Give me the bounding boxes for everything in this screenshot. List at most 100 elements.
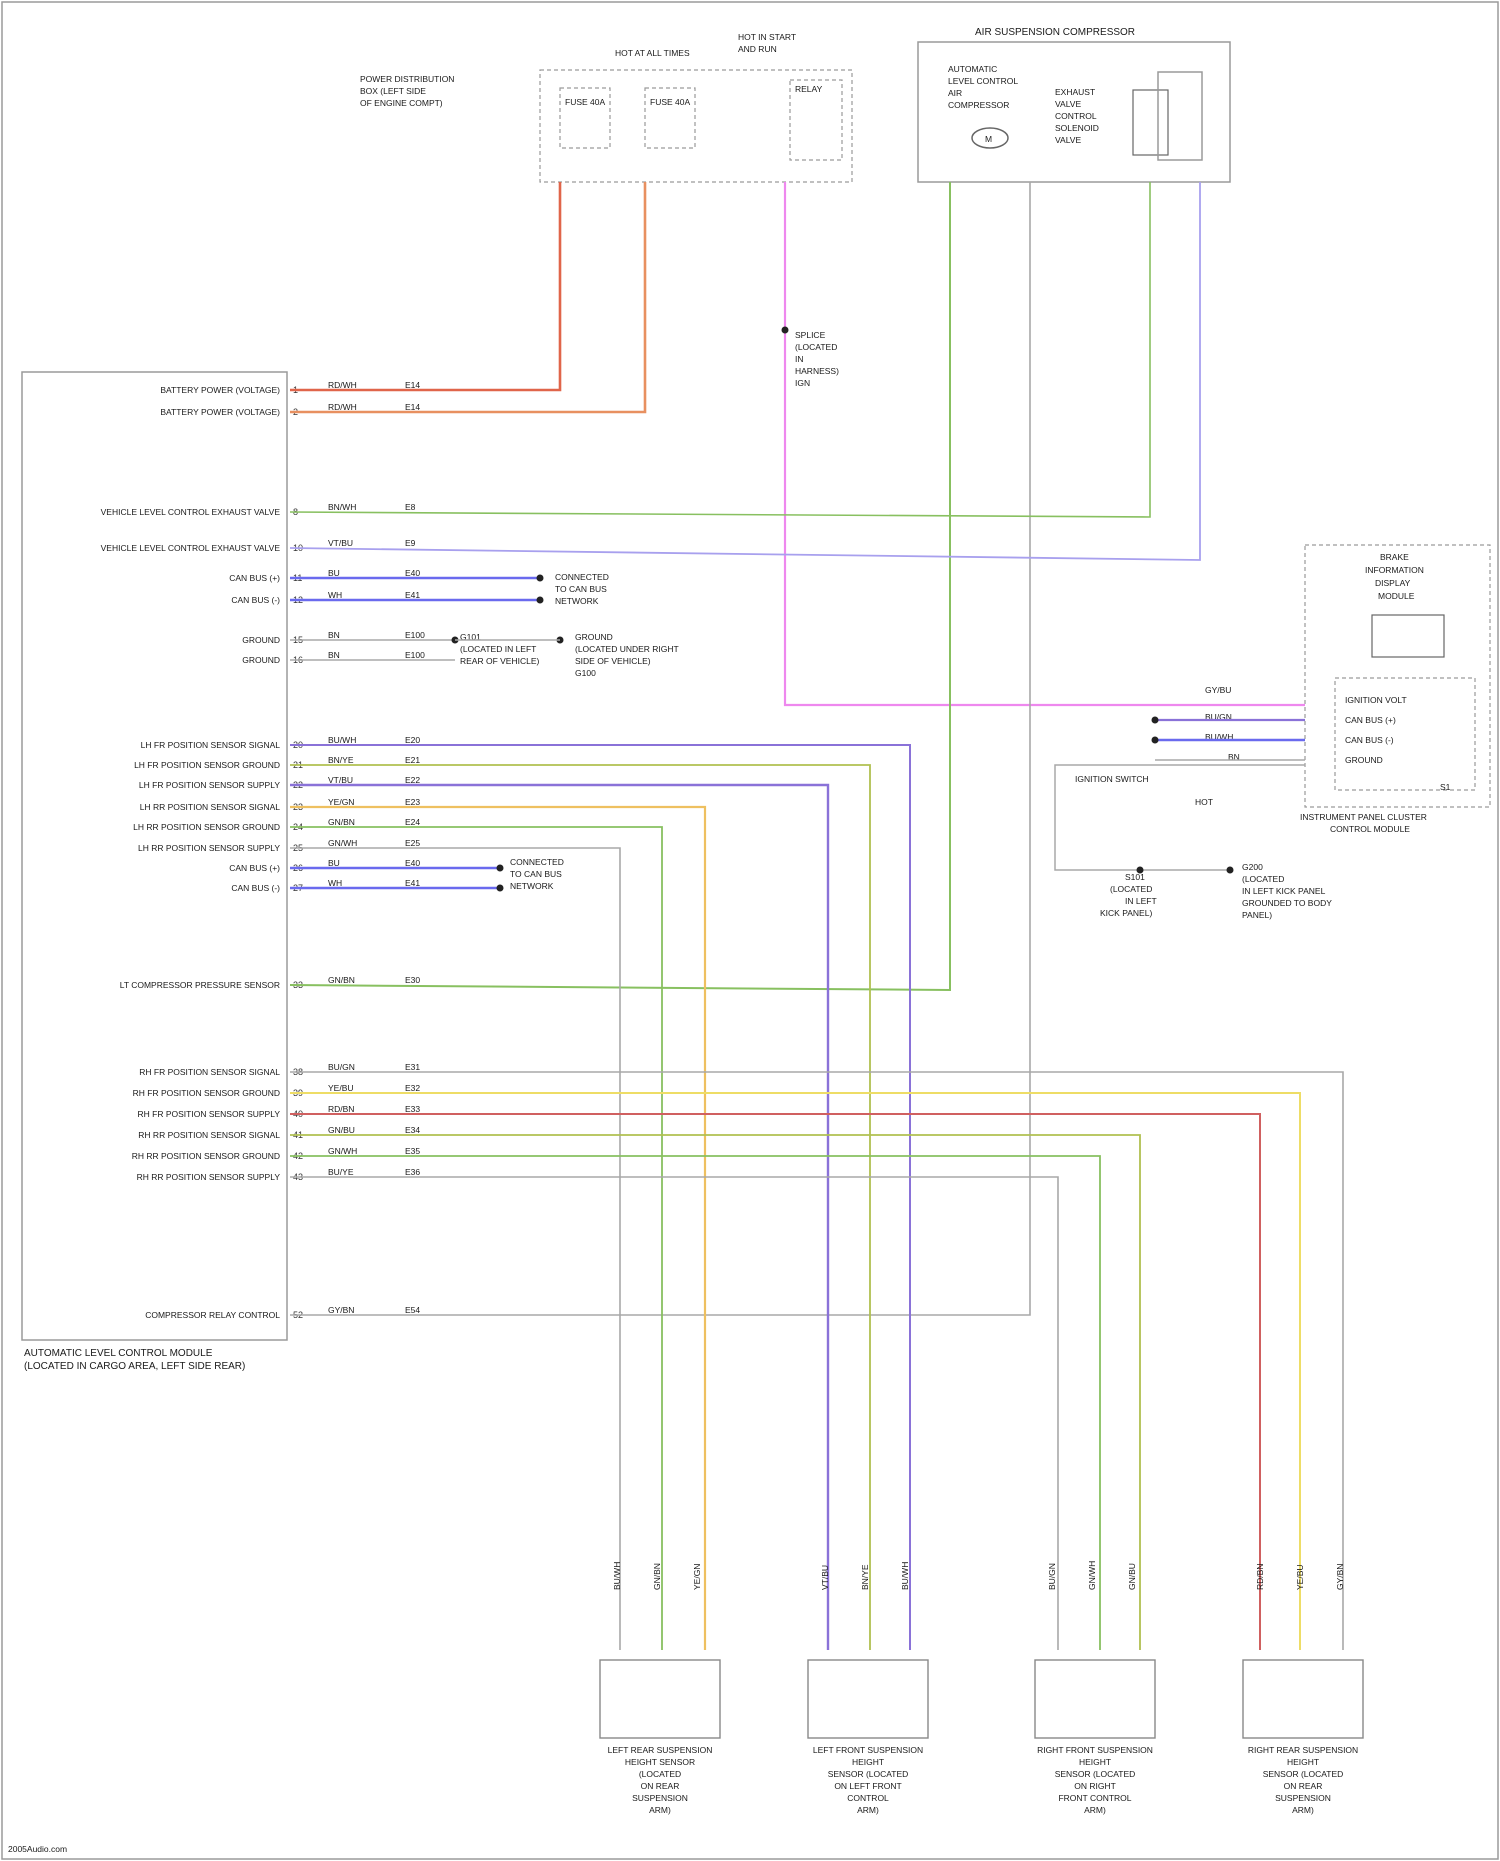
circuit-label: E40 [405,568,420,578]
rm-hot: HOT [1195,797,1213,807]
splice-dot [497,885,504,892]
rm-wire-1: GY/BU [1205,685,1231,695]
ground-line-3: SIDE OF VEHICLE) [575,656,651,666]
circuit-label: E33 [405,1104,420,1114]
circuit-label: E21 [405,755,420,765]
valve-3: CONTROL [1055,111,1097,121]
rm-note-1: S101 (LOCATED IN LEFT KICK PANEL) [1100,872,1157,918]
wire-color-label: BU [328,858,340,868]
rm-note-2-line-5: PANEL) [1242,910,1272,920]
splice-dot [537,597,544,604]
can-a-line-2: TO CAN BUS [555,584,607,594]
wire-trace [785,182,1305,705]
wire-color-label: WH [328,590,342,600]
rm-title-1: BRAKE [1380,552,1409,562]
valve-4: SOLENOID [1055,123,1099,133]
circuit-label: E40 [405,858,420,868]
valve-5: VALVE [1055,135,1081,145]
rm-pin-1: IGNITION VOLT [1345,695,1407,705]
can-splice-b: CONNECTED TO CAN BUS NETWORK [510,857,564,891]
circuit-label: E34 [405,1125,420,1135]
fuse-top-label-2b: AND RUN [738,44,777,54]
wire-trace [290,182,1030,1315]
wire-color-label: YE/GN [328,797,354,807]
circuit-label: E35 [405,1146,420,1156]
solenoid-icon [1133,90,1168,155]
circuit-label: E36 [405,1167,420,1177]
fuse-box-title-1: POWER DISTRIBUTION [360,74,454,84]
fuse-top-label: HOT AT ALL TIMES [615,48,690,58]
sensor-wire-label: GN/WH [1087,1561,1097,1590]
compressor-motor-3: AIR [948,88,962,98]
circuit-label: E41 [405,878,420,888]
circuit-label: E24 [405,817,420,827]
fuse-a-label: FUSE 40A [565,97,605,107]
main-module-caption-line-2: (LOCATED IN CARGO AREA, LEFT SIDE REAR) [24,1361,245,1372]
sensor-wire-label: BU/GN [1047,1563,1057,1590]
rm-pin-2: CAN BUS (+) [1345,715,1396,725]
ground-line-1: GROUND [575,632,613,642]
sensor-box [1035,1660,1155,1738]
wire-color-label: VT/BU [328,775,353,785]
rm-note-2-line-4: GROUNDED TO BODY [1242,898,1332,908]
can-a-line-3: NETWORK [555,596,599,606]
rm-display-icon [1372,615,1444,657]
pin-label: LH RR POSITION SENSOR SUPPLY [138,843,280,853]
wires [290,182,1343,1650]
pin-label: CAN BUS (+) [229,573,280,583]
wire-trace [290,765,870,1650]
circuit-label: E32 [405,1083,420,1093]
rm-note-1-line-3: IN LEFT [1125,896,1157,906]
ign-line-5: IGN [795,378,810,388]
sensor-title-line: ARM) [1292,1805,1314,1815]
wire-trace [290,785,828,1650]
sensor-box [600,1660,720,1738]
ign-line-2: (LOCATED [795,342,837,352]
pin-label: BATTERY POWER (VOLTAGE) [160,385,280,395]
circuit-label: E54 [405,1305,420,1315]
rm-note-1-line-4: KICK PANEL) [1100,908,1152,918]
circuit-label: E9 [405,538,416,548]
sensor-box [1243,1660,1363,1738]
sensor-wire-label: YE/BU [1295,1564,1305,1590]
circuit-label: E30 [405,975,420,985]
rm-title-4: MODULE [1378,591,1415,601]
pin-label: VEHICLE LEVEL CONTROL EXHAUST VALVE [101,543,281,553]
ign-line-1: SPLICE [795,330,826,340]
splice-dot [782,327,789,334]
circuit-label: E14 [405,402,420,412]
pin-label: GROUND [242,655,280,665]
pin-label: RH FR POSITION SENSOR GROUND [133,1088,280,1098]
sensor-title-line: LEFT FRONT SUSPENSION [813,1745,923,1755]
wire-color-label: BU/YE [328,1167,354,1177]
compressor-motor-1: AUTOMATIC [948,64,997,74]
valve-1: EXHAUST [1055,87,1095,97]
sensor-title-line: HEIGHT SENSOR [625,1757,695,1767]
sensor-title-line: ON REAR [1284,1781,1323,1791]
wire-trace [290,182,1200,560]
wire-trace [290,827,662,1650]
wire-color-label: GN/WH [328,838,357,848]
splice-dot [1137,867,1144,874]
rm-caption-1: INSTRUMENT PANEL CLUSTER [1300,812,1427,822]
circuit-label: E20 [405,735,420,745]
rm-note-2: G200 (LOCATED IN LEFT KICK PANEL GROUNDE… [1242,862,1332,920]
motor-symbol: M [985,134,992,144]
splice-dot [537,575,544,582]
ground-splice: GROUND (LOCATED UNDER RIGHT SIDE OF VEHI… [575,632,679,678]
pin-label: LH FR POSITION SENSOR SUPPLY [139,780,280,790]
can-b-line-1: CONNECTED [510,857,564,867]
rm-note-1-line-1: S101 [1125,872,1145,882]
sensor-title-line: ON RIGHT [1074,1781,1116,1791]
sensor-wire-label: GN/BU [1127,1563,1137,1590]
rm-title-2: INFORMATION [1365,565,1424,575]
rm-note-1-line-2: (LOCATED [1110,884,1152,894]
compressor-motor-2: LEVEL CONTROL [948,76,1018,86]
can-a-line-1: CONNECTED [555,572,609,582]
wire-trace [290,1135,1140,1650]
sensor-title-line: SENSOR (LOCATED [1055,1769,1136,1779]
sensor-title-line: FRONT CONTROL [1058,1793,1131,1803]
wire-color-label: RD/WH [328,380,357,390]
pin-label: LT COMPRESSOR PRESSURE SENSOR [120,980,280,990]
fuse-b-label: FUSE 40A [650,97,690,107]
